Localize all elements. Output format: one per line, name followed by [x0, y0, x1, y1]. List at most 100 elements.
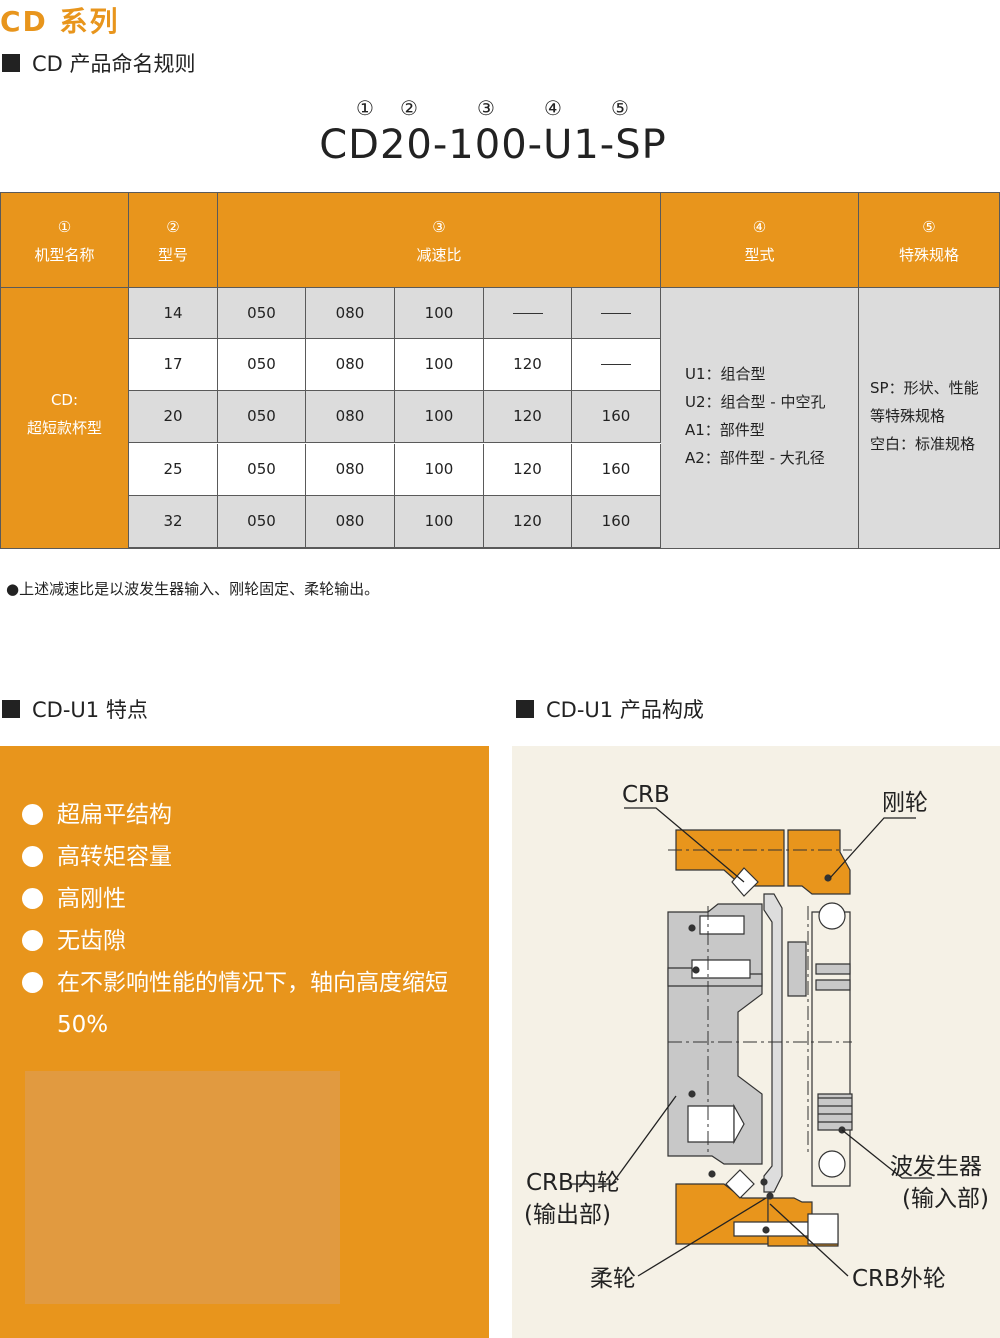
- label-flexspline: 柔轮: [590, 1266, 636, 1292]
- label-crb: CRB: [622, 782, 670, 808]
- ratio-cell: 100: [395, 339, 484, 392]
- bullet-icon: [22, 804, 43, 825]
- header-label: 机型名称: [34, 246, 95, 264]
- heading-square-icon: [516, 700, 534, 718]
- special-item: 空白：标准规格: [870, 435, 976, 453]
- composition-heading: CD-U1 产品构成: [516, 694, 704, 724]
- ratio-empty-cell: [572, 287, 661, 339]
- header-label: 型式: [744, 246, 775, 264]
- bullet-icon: [22, 930, 43, 951]
- header-model: ② 型号: [129, 193, 218, 287]
- ratio-cell: 080: [306, 495, 395, 548]
- label-crb-outer: CRB外轮: [852, 1266, 946, 1292]
- composition-heading-text: CD-U1 产品构成: [546, 698, 704, 722]
- type-item: A2：部件型 - 大孔径: [685, 449, 825, 467]
- naming-rule-heading-text: CD 产品命名规则: [32, 52, 196, 76]
- series-title: CD 系列: [0, 5, 120, 38]
- model-cell: 14: [129, 287, 218, 339]
- code-number-1: ①: [356, 96, 374, 120]
- product-code: CD20-100-U1-SP: [319, 122, 667, 168]
- feature-item: 高刚性: [22, 878, 462, 920]
- product-image-placeholder: [25, 1071, 340, 1304]
- features-heading-text: CD-U1 特点: [32, 698, 148, 722]
- ratio-cell: 100: [395, 287, 484, 339]
- ratio-cell: 080: [306, 339, 395, 392]
- feature-item: 无齿隙: [22, 920, 462, 962]
- naming-table: ① 机型名称 ② 型号 ③ 减速比 ④ 型式 ⑤ 特殊规格 CD: 超短款杯型 …: [0, 192, 1000, 549]
- feature-item: 高转矩容量: [22, 836, 462, 878]
- type-cell: U1：组合型 U2：组合型 - 中空孔 A1：部件型 A2：部件型 - 大孔径: [661, 287, 859, 548]
- ratio-cell: 160: [572, 495, 661, 548]
- ratio-cell: 050: [218, 287, 306, 339]
- ratio-cell: 100: [395, 495, 484, 548]
- header-number: ⑤: [922, 218, 936, 236]
- model-cell: 32: [129, 495, 218, 548]
- label-circular-spline: 刚轮: [882, 790, 928, 816]
- bullet-icon: [22, 972, 43, 993]
- header-ratio: ③ 减速比: [218, 193, 661, 287]
- naming-rule-heading: CD 产品命名规则: [2, 48, 196, 78]
- ratio-cell: 050: [218, 339, 306, 392]
- header-number: ③: [432, 218, 446, 236]
- label-crb-inner: CRB内轮: [526, 1170, 620, 1196]
- header-number: ④: [752, 218, 767, 236]
- ratio-cell: 120: [484, 495, 572, 548]
- header-model-name: ① 机型名称: [1, 193, 129, 287]
- model-name-cell: CD: 超短款杯型: [1, 287, 129, 548]
- ratio-note: ●上述减速比是以波发生器输入、刚轮固定、柔轮输出。: [6, 580, 380, 598]
- special-item: SP：形状、性能: [870, 379, 979, 397]
- ratio-empty-cell: [484, 287, 572, 339]
- code-number-3: ③: [477, 96, 495, 120]
- ratio-empty-cell: [572, 339, 661, 392]
- type-item: A1：部件型: [685, 421, 765, 439]
- ratio-cell: 160: [572, 443, 661, 496]
- ratio-cell: 080: [306, 391, 395, 444]
- code-number-2: ②: [400, 96, 418, 120]
- ratio-cell: 050: [218, 443, 306, 496]
- header-special: ⑤ 特殊规格: [859, 193, 999, 287]
- features-list: 超扁平结构 高转矩容量 高刚性 无齿隙 在不影响性能的情况下，轴向高度缩短 50…: [22, 794, 462, 1046]
- bullet-icon: [22, 846, 43, 867]
- heading-square-icon: [2, 700, 20, 718]
- dash-mark: [512, 313, 543, 314]
- code-number-4: ④: [544, 96, 562, 120]
- dash-mark: [601, 364, 631, 366]
- header-label: 特殊规格: [898, 246, 959, 264]
- cross-section-diagram: [572, 807, 932, 1277]
- model-cell: 20: [129, 391, 218, 444]
- ratio-cell: 050: [218, 495, 306, 548]
- header-label: 减速比: [416, 246, 462, 264]
- ratio-cell: 080: [306, 443, 395, 496]
- header-number: ②: [166, 218, 180, 236]
- type-item: U2：组合型 - 中空孔: [685, 393, 826, 411]
- ratio-cell: 120: [484, 443, 572, 496]
- header-number: ①: [57, 218, 72, 236]
- dash-mark: [601, 313, 631, 314]
- model-cell: 25: [129, 443, 218, 496]
- heading-square-icon: [2, 54, 20, 72]
- ratio-cell: 100: [395, 443, 484, 496]
- bullet-icon: [22, 888, 43, 909]
- ratio-cell: 120: [484, 339, 572, 392]
- model-cell: 17: [129, 339, 218, 392]
- composition-panel: CRB 刚轮 CRB内轮 (输出部) 波发生器 (输入部) 柔轮 CRB外轮: [512, 746, 1000, 1338]
- code-part-numbers: ① ② ③ ④ ⑤: [0, 96, 1000, 122]
- ratio-cell: 160: [572, 391, 661, 444]
- ratio-cell: 100: [395, 391, 484, 444]
- type-item: U1：组合型: [685, 365, 766, 383]
- features-heading: CD-U1 特点: [2, 694, 148, 724]
- features-panel: 超扁平结构 高转矩容量 高刚性 无齿隙 在不影响性能的情况下，轴向高度缩短 50…: [0, 746, 489, 1338]
- feature-item: 在不影响性能的情况下，轴向高度缩短 50%: [22, 962, 462, 1046]
- label-wave-generator: 波发生器: [890, 1154, 982, 1180]
- label-crb-inner-sub: (输出部): [524, 1202, 611, 1228]
- header-type: ④ 型式: [661, 193, 859, 287]
- special-item: 等特殊规格: [870, 407, 946, 425]
- model-name-line: 超短款杯型: [26, 419, 102, 437]
- special-cell: SP：形状、性能 等特殊规格 空白：标准规格: [859, 287, 999, 548]
- label-wave-generator-sub: (输入部): [902, 1186, 989, 1212]
- feature-item: 超扁平结构: [22, 794, 462, 836]
- model-name-line: CD:: [50, 391, 79, 409]
- ratio-cell: 080: [306, 287, 395, 339]
- code-number-5: ⑤: [611, 96, 629, 120]
- header-label: 型号: [157, 246, 188, 264]
